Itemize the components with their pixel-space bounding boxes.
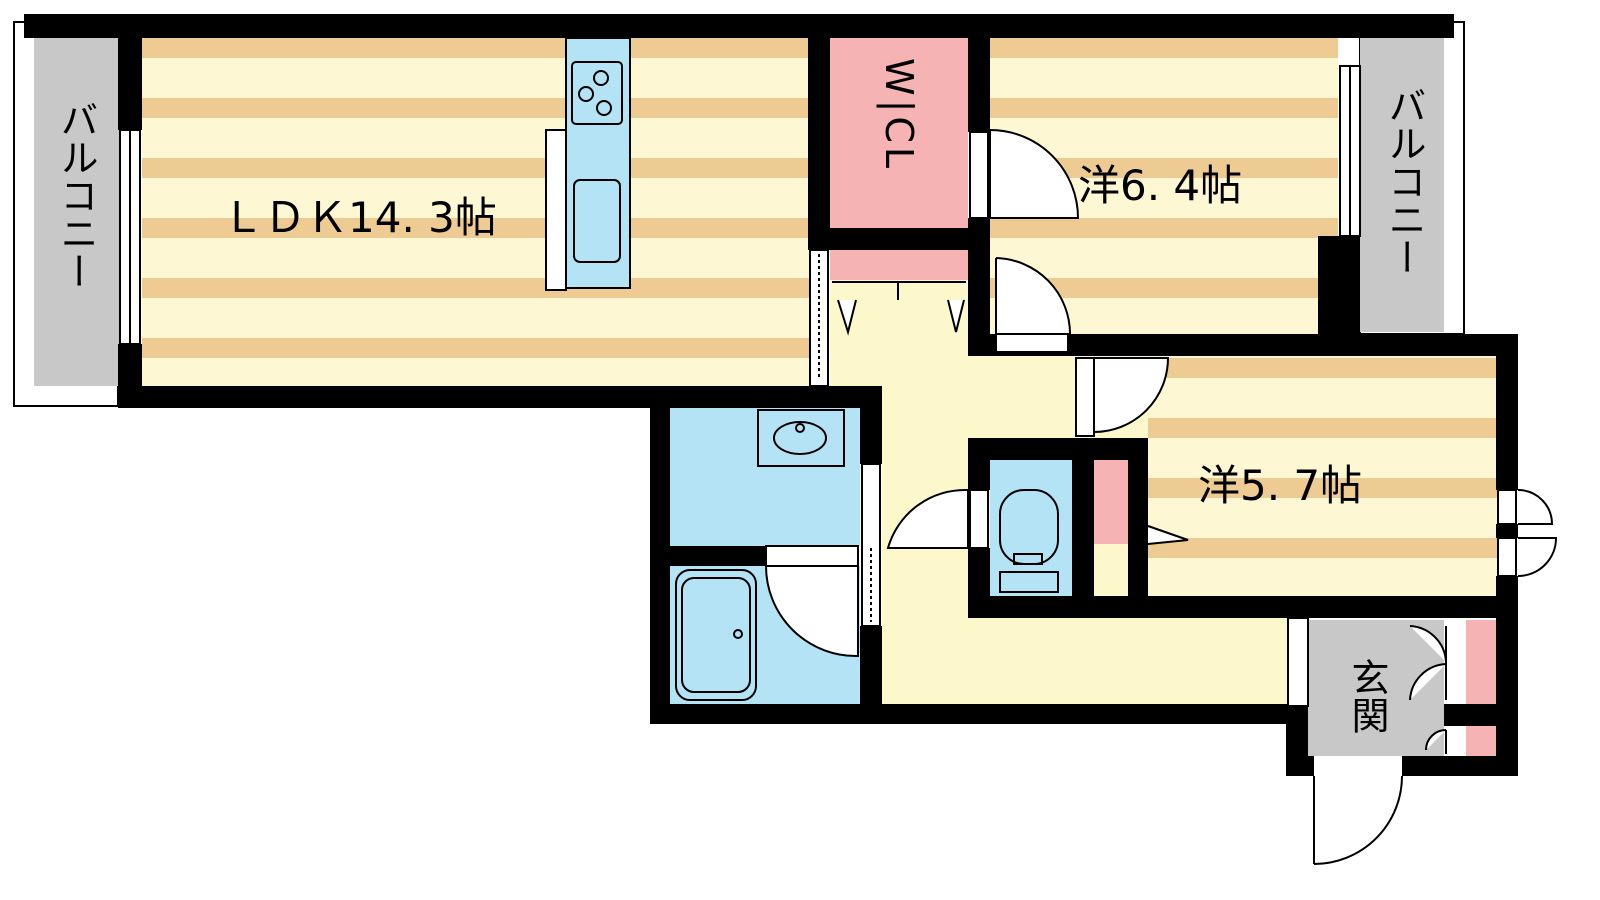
- labels: ＬＤＫ14. 3帖 洋6. 4帖 洋5. 7帖 W|CL 玄関 バルコニー バル…: [54, 58, 1426, 734]
- wall-western2-right-upper: [1496, 334, 1518, 490]
- wall-ldk-right-upper: [808, 36, 830, 248]
- kitchen-counter: [565, 37, 631, 289]
- shoe-closet-1: [1466, 620, 1496, 704]
- western2-closet: [1094, 460, 1128, 544]
- label-balcony-left: バルコニー: [54, 100, 98, 290]
- wall-toilet-right: [1072, 438, 1094, 616]
- wall-toilet-left-lower: [968, 548, 990, 618]
- basin-bowl: [773, 421, 827, 455]
- burner-3: [596, 100, 612, 116]
- wall-wic-bottom: [808, 228, 990, 250]
- entrance-door: [1313, 775, 1403, 865]
- wall-bath-right-upper: [860, 386, 882, 464]
- fixtures: [545, 37, 1059, 701]
- balcony-right-inner: [1360, 36, 1444, 332]
- toilet-floor: [990, 460, 1072, 596]
- doors: [764, 129, 1558, 865]
- wall-western1-left: [968, 248, 990, 354]
- wall-western2-bottom: [968, 596, 1518, 618]
- wash-basin: [757, 409, 845, 467]
- shoe-closet-door-1: [1409, 625, 1447, 701]
- wall-bath-divider: [670, 546, 766, 566]
- shoe-closet-door-2: [1425, 729, 1447, 754]
- balcony-left-inner: [34, 36, 120, 386]
- label-ldk: ＬＤＫ14. 3帖: [222, 193, 497, 242]
- bathroom-door: [764, 565, 859, 658]
- wall-western2-top: [1068, 334, 1518, 356]
- western2-closet-door: [1147, 525, 1189, 545]
- label-wic: W|CL: [876, 58, 921, 172]
- wall-western2-right-mid: [1496, 524, 1518, 538]
- bathtub-inner: [681, 577, 751, 693]
- wall-western1-right-lower: [1318, 236, 1360, 334]
- windows: [119, 65, 1517, 577]
- wall-entrance-bottom: [1286, 756, 1314, 776]
- kitchen-backsplash: [545, 129, 567, 291]
- western1-door: [969, 131, 989, 219]
- wall-wic-right: [968, 36, 990, 132]
- wall-entrance-right: [1496, 576, 1518, 776]
- walls: [24, 14, 1518, 776]
- ldk-sliding-door: [809, 249, 829, 387]
- label-western2: 洋5. 7帖: [1198, 461, 1362, 510]
- washroom-floor: [670, 408, 860, 546]
- wall-western2-left: [1128, 438, 1148, 616]
- kitchen-sink: [573, 179, 621, 263]
- label-western1: 洋6. 4帖: [1078, 161, 1242, 210]
- wall-bath-right-lower: [860, 626, 882, 724]
- bathtub: [675, 569, 757, 701]
- floors: [13, 21, 1498, 756]
- toilet-tank: [999, 571, 1059, 593]
- shoe-closet-2: [1466, 726, 1496, 756]
- western2-floor: [1148, 356, 1498, 596]
- wall-bath-left: [650, 386, 670, 724]
- hall-closet: [830, 250, 968, 280]
- wall-bath-top: [650, 386, 882, 408]
- ldk-floor: [142, 38, 822, 386]
- wall-toilet-top: [968, 438, 1148, 460]
- burner-2: [578, 86, 594, 102]
- wall-shoe-divider: [1444, 704, 1496, 726]
- wall-toilet-left: [968, 438, 990, 490]
- wall-ldk-left-upper: [118, 36, 142, 130]
- hall-closet-door: [832, 281, 966, 336]
- wall-bottom: [650, 704, 1308, 724]
- window-western2-2: [1497, 537, 1517, 577]
- wall-entrance-bottom-right: [1402, 756, 1518, 776]
- wic-floor: [830, 38, 968, 228]
- burner-1: [593, 70, 609, 86]
- stove: [571, 61, 623, 125]
- window-western2-1: [1497, 489, 1517, 525]
- label-entrance: 玄関: [1345, 658, 1389, 734]
- wall-top: [24, 14, 1454, 38]
- toilet-door: [886, 488, 969, 549]
- label-balcony-right: バルコニー: [1382, 86, 1426, 276]
- washroom-sliding-door: [861, 463, 881, 627]
